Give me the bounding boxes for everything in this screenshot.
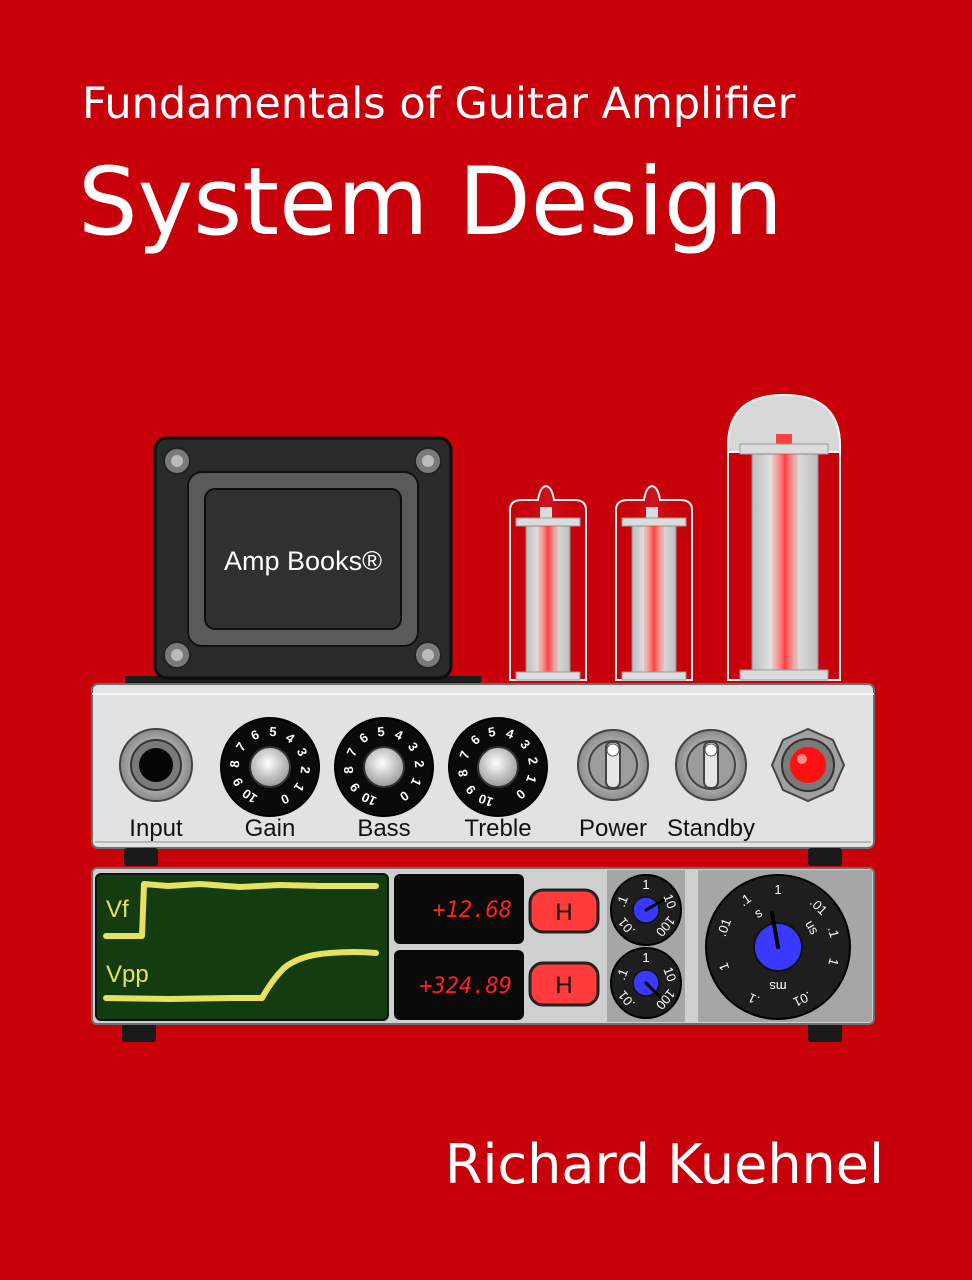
preamp-tube [509,484,587,681]
knob-number: 10 [359,789,378,809]
timebase-label: .01 [714,916,734,938]
knob-number: 5 [487,724,497,740]
knob-number: 8 [455,768,471,778]
timebase-label: .1 [825,925,842,939]
readout-value-2: +324.89 [419,974,512,999]
dial-needle [770,911,780,949]
knob-cap [363,746,405,788]
timebase-label: 1 [825,956,841,967]
knob-number: 7 [456,749,473,761]
power-switch[interactable] [577,729,649,801]
gain-label: Gain [245,815,296,842]
timebase-label: 1 [774,882,781,897]
standby-label: Standby [667,815,755,842]
readout-display: +12.68 +324.89 [394,874,524,1020]
timebase-label: ms [769,979,787,994]
dial-label: .1 [613,894,631,909]
knob-number: 5 [269,724,278,740]
dial-label: 1 [642,950,649,965]
transformer-bolt [163,447,442,669]
chassis-foot [808,848,842,866]
power-label: Power [579,815,647,842]
knob-number: 2 [525,756,541,766]
brand-label: Amp Books® [224,546,382,576]
hold-button[interactable]: H [528,888,600,934]
knob-number: 5 [377,724,386,740]
dial-label: .1 [613,967,631,982]
timebase-label: .01 [791,989,814,1010]
trace-vf [103,881,379,939]
knob-number: 10 [239,786,259,807]
title-line-2: System Design [78,148,783,257]
knob-number: 2 [412,760,428,769]
dial-label: 10 [660,892,679,911]
trace-label-vf: Vf [106,896,129,923]
timebase-label: 1 [716,961,733,973]
knob-number: 8 [227,760,243,769]
title-line-1: Fundamentals of Guitar Amplifier [82,79,796,129]
standby-switch[interactable] [675,729,747,801]
knob-cap [477,746,519,788]
dial-label: 1 [642,877,649,892]
author-name: Richard Kuehnel [444,1133,884,1196]
knob-number: 2 [298,766,314,775]
treble-label: Treble [464,815,531,842]
readout-value-1: +12.68 [433,898,512,923]
input-label: Input [129,815,183,842]
dial-needle [644,981,662,999]
trace-label-vpp: Vpp [106,961,149,988]
pilot-lamp [770,727,846,803]
knob-cap [249,746,291,788]
knob-number: 1 [523,773,540,785]
bass-label: Bass [357,815,410,842]
scope-screen: Vf Vpp [95,873,389,1021]
trace-vpp [103,949,379,1002]
svg-text:H: H [555,899,572,926]
knob-number: 10 [477,791,496,810]
hold-button[interactable]: H [528,961,600,1007]
transformer: Amp Books® [125,436,481,684]
svg-text:H: H [555,972,572,999]
dial-needle [644,898,665,912]
power-tube [727,393,841,681]
input-jack[interactable] [119,728,193,802]
preamp-tube [615,484,693,681]
knob-number: 8 [341,766,357,775]
dial-label: 10 [660,965,679,984]
chassis-foot [124,848,158,866]
